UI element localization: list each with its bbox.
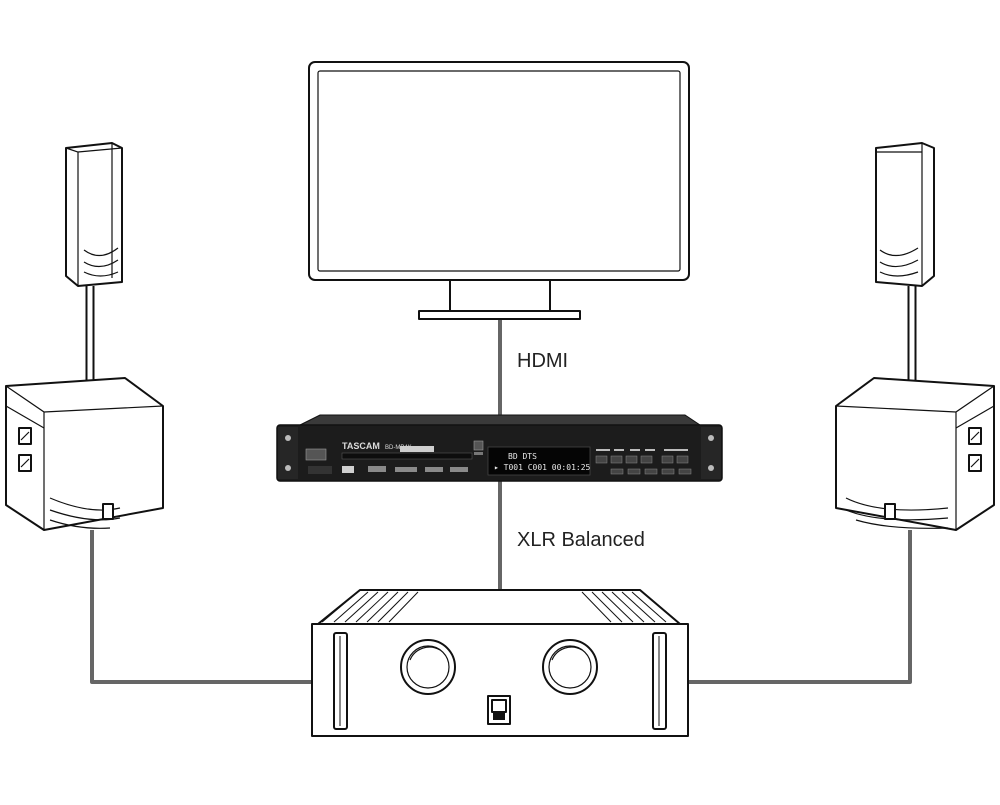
left-subwoofer: [5, 377, 164, 531]
sd-slot: [308, 466, 332, 474]
front-display: [487, 446, 591, 476]
right-rack-ear: [701, 427, 721, 479]
right-handle: [652, 632, 667, 730]
rack-screw: [708, 465, 714, 471]
rack-screw: [285, 435, 291, 441]
hdmi-logo: [450, 467, 468, 472]
format-logo: [425, 467, 443, 472]
transport-labels: [596, 449, 688, 451]
cables: [90, 318, 912, 684]
eject-indicator: [474, 452, 483, 455]
tv-stand-neck: [449, 279, 551, 313]
left-sub-logo: [102, 503, 114, 520]
model-label: BD-MP4K: [385, 445, 412, 451]
right-speaker-stack: [835, 142, 995, 531]
right-heatsink: [581, 591, 667, 623]
left-rack-ear: [278, 427, 298, 479]
hdmi-label: HDMI: [517, 350, 569, 372]
right-subwoofer: [835, 377, 995, 531]
left-volume-knob: [400, 639, 456, 695]
left-speaker-cable: [90, 530, 314, 684]
right-speaker-cable: [686, 530, 912, 684]
brand-label: TASCAM: [342, 441, 380, 451]
format-logo: [368, 466, 386, 472]
display-line-2: ▸ T001 C001 00:01:25: [494, 463, 591, 472]
display-line-1: BD DTS: [508, 452, 537, 461]
right-sub-logo: [884, 503, 896, 520]
right-top-speaker: [875, 142, 935, 287]
left-top-speaker: [65, 142, 123, 287]
format-logo: [395, 467, 417, 472]
4k-logo: [342, 466, 354, 473]
tv-monitor: [308, 61, 690, 320]
right-volume-knob: [542, 639, 598, 695]
power-switch: [487, 695, 511, 725]
power-amplifier: [311, 589, 689, 737]
rack-screw: [285, 465, 291, 471]
tv-stand-base: [418, 310, 581, 320]
left-handle: [333, 632, 348, 730]
blu-ray-player: TASCAM BD-MP4K BD DTS ▸ T001 C001 00:01:…: [276, 414, 723, 482]
rack-screw: [708, 435, 714, 441]
transport-buttons: [595, 455, 692, 475]
disc-tray: [341, 452, 473, 460]
left-heatsink: [333, 591, 419, 623]
xlr-balanced-label: XLR Balanced: [517, 529, 645, 551]
left-speaker-stack: [5, 142, 164, 531]
eject-button: [473, 440, 484, 451]
power-button: [305, 448, 327, 461]
player-top: [299, 414, 702, 426]
tv-bezel: [308, 61, 690, 281]
tv-screen: [317, 70, 681, 272]
bluray-logo: [400, 446, 434, 452]
